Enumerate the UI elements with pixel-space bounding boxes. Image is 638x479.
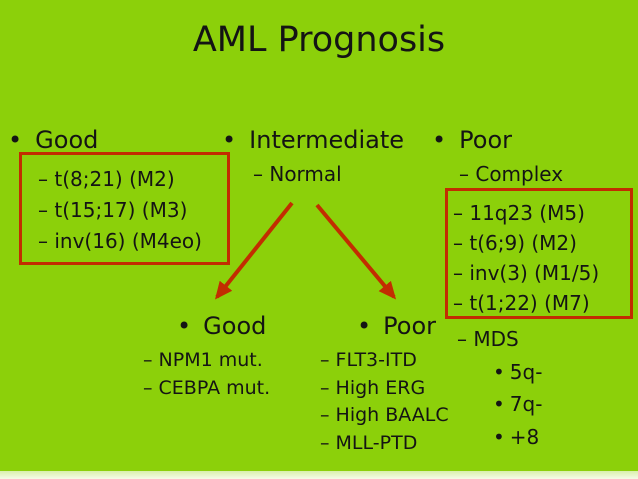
mds-sub-item: • 5q- [493,360,542,384]
branch-poor-heading: • Poor [357,312,436,340]
list-item: – NPM1 mut. [143,349,263,371]
list-item: – High BAALC [320,404,449,426]
list-item: – FLT3-ITD [320,349,417,371]
column-intermediate-label: Intermediate [249,126,404,154]
list-item: – inv(3) (M1/5) [453,261,600,285]
column-intermediate-heading: • Intermediate [222,126,404,154]
poor-mds-item: – MDS [457,327,519,351]
poor-complex-item: – Complex [459,162,564,186]
branch-poor-label: Poor [383,312,437,340]
branch-good-heading: • Good [177,312,266,340]
list-item: – t(8;21) (M2) [38,167,175,191]
column-good-heading: • Good [8,126,98,154]
column-good-label: Good [35,126,99,154]
bullet-icon: • [493,360,505,384]
slide-bottom-strip [0,471,638,479]
poor-karyotypes-highlight-box: – 11q23 (M5) – t(6;9) (M2) – inv(3) (M1/… [445,188,633,319]
mds-sub-label: +8 [509,425,540,449]
list-item: – 11q23 (M5) [453,201,585,225]
bullet-icon: • [177,312,192,340]
list-item: – t(1;22) (M7) [453,291,590,315]
list-item: – High ERG [320,376,426,399]
bullet-icon: • [432,126,447,154]
list-item: – MLL-PTD [320,431,418,454]
mds-sub-label: 7q- [509,392,543,416]
intermediate-normal-item: – Normal [253,162,342,186]
bullet-icon: • [8,126,23,154]
column-poor-label: Poor [459,126,513,154]
good-karyotypes-highlight-box: – t(8;21) (M2) – t(15;17) (M3) – inv(16)… [19,152,230,265]
column-poor-heading: • Poor [432,126,512,154]
mds-sub-item: • +8 [493,425,539,449]
list-item: – t(6;9) (M2) [453,231,577,255]
page-title: AML Prognosis [192,20,446,60]
mds-sub-item: • 7q- [493,392,542,416]
branch-good-list: – NPM1 mut. – CEBPA mut. [143,347,270,402]
branch-good-label: Good [203,312,267,340]
branch-poor-list: – FLT3-ITD – High ERG – High BAALC – MLL… [320,347,449,457]
bullet-icon: • [493,392,505,416]
bullet-icon: • [493,425,505,449]
bullet-icon: • [222,126,237,154]
list-item: – inv(16) (M4eo) [38,229,202,253]
bullet-icon: • [357,312,372,340]
arrow-to-poor [315,203,397,300]
mds-sub-label: 5q- [509,360,543,384]
list-item: – t(15;17) (M3) [38,198,188,222]
list-item: – CEBPA mut. [143,376,271,399]
